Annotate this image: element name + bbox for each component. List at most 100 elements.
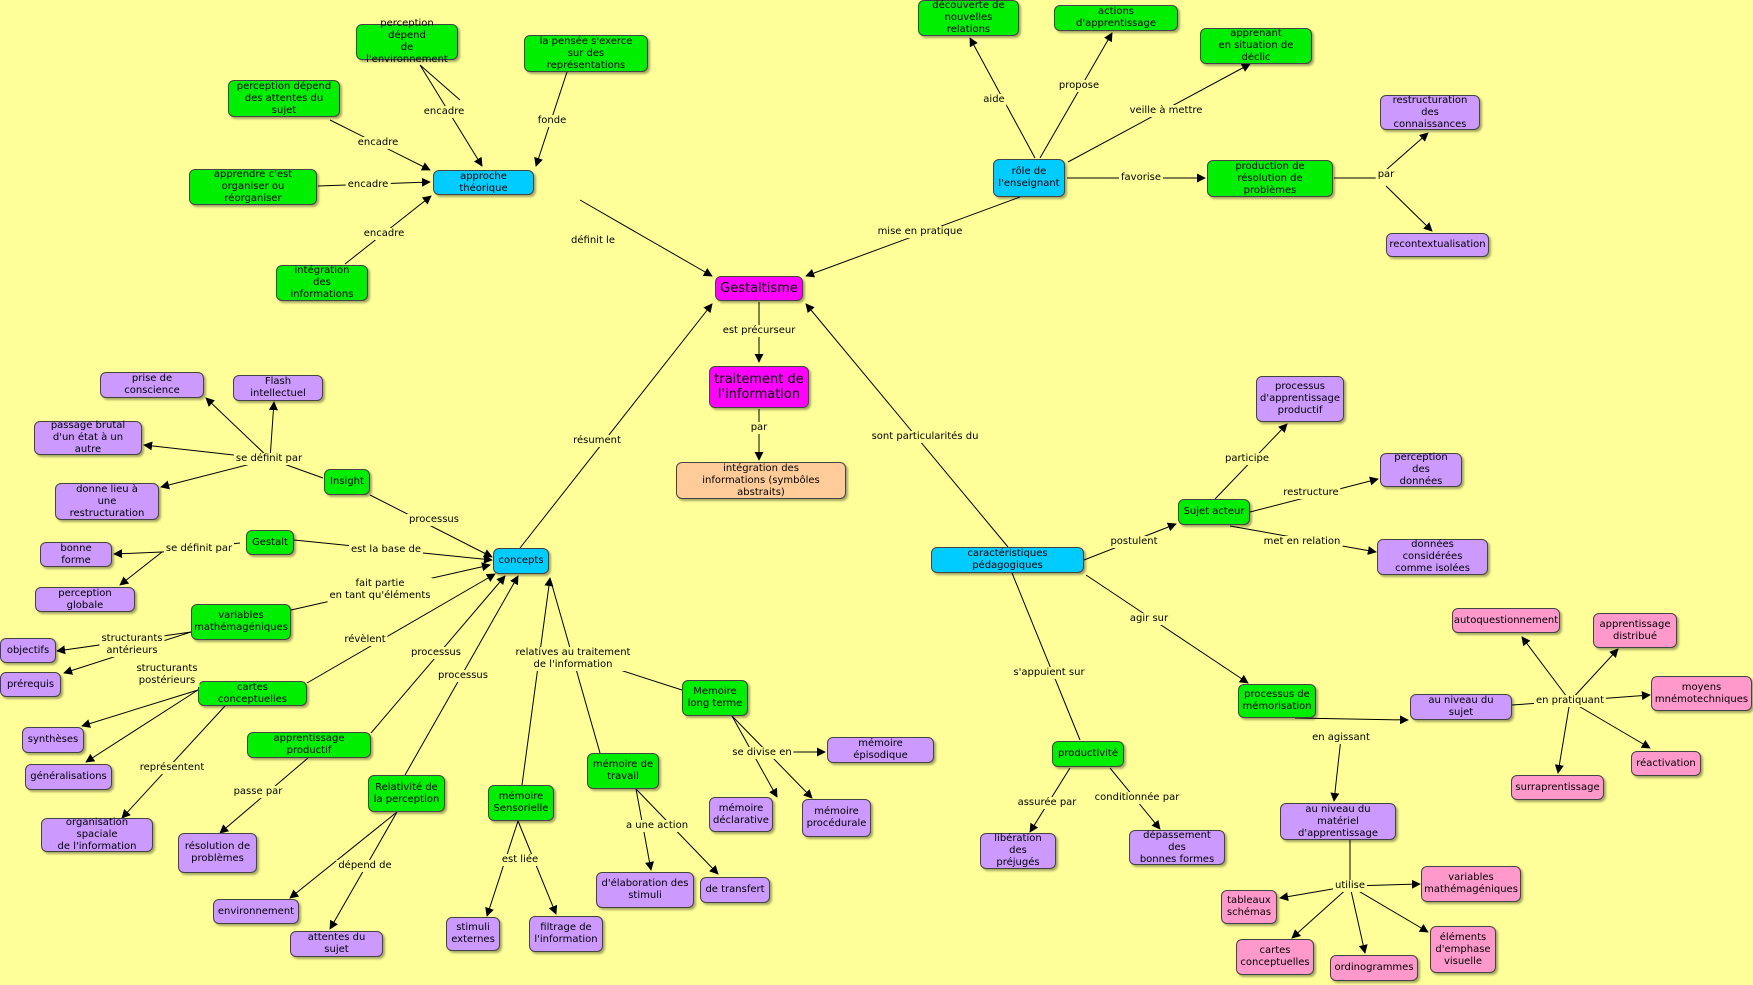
node-variables-mathemageniques-pink[interactable]: variables mathémagéniques: [1421, 866, 1521, 902]
link-label-fonde: fonde: [535, 115, 569, 127]
connector-line: [1291, 885, 1351, 939]
connector-line: [1569, 648, 1619, 702]
node-flash-intellectuel[interactable]: Flash intellectuel: [233, 375, 323, 401]
node-production-resolution[interactable]: production de résolution de problèmes: [1207, 160, 1333, 197]
link-label-encadre-env: encadre: [421, 106, 467, 118]
connector-line: [1385, 132, 1429, 171]
node-approche-theorique[interactable]: approche théorique: [433, 170, 534, 195]
node-recontextualisation[interactable]: recontextualisation: [1386, 233, 1489, 257]
node-insight[interactable]: Insight: [324, 469, 370, 495]
link-label-relatives: relatives au traitement de l'information: [513, 647, 633, 671]
node-transfert[interactable]: de transfert: [700, 877, 770, 903]
link-label-se-divise: se divise en: [730, 747, 794, 759]
node-apprenant-declic[interactable]: apprenant en situation de déclic: [1200, 28, 1312, 64]
connector-line: [1554, 700, 1571, 774]
link-label-favorise: favorise: [1119, 172, 1163, 184]
node-niveau-materiel[interactable]: au niveau du matériel d'apprentissage: [1280, 803, 1396, 840]
connector-line: [119, 551, 163, 586]
node-passage-brutal[interactable]: passage brutal d'un état à un autre: [34, 420, 142, 455]
node-caracteristiques-pedagogiques[interactable]: caractéristiques pédagogiques: [931, 547, 1084, 573]
node-bonne-forme[interactable]: bonne forme: [40, 542, 112, 567]
node-reactivation[interactable]: réactivation: [1631, 751, 1701, 776]
node-surapprentissage[interactable]: surraprentissage: [1511, 775, 1604, 800]
link-label-appuient: s'appuient sur: [1011, 667, 1087, 679]
link-label-a-une-action: a une action: [623, 820, 691, 832]
link-label-revelent: révèlent: [342, 634, 388, 646]
connector-line: [85, 689, 199, 763]
node-objectifs[interactable]: objectifs: [0, 638, 56, 663]
node-elements-emphase-visuelle[interactable]: éléments d'emphase visuelle: [1430, 926, 1496, 973]
node-environnement[interactable]: environnement: [213, 899, 299, 924]
node-perception-donnees[interactable]: perception des données: [1380, 452, 1462, 487]
node-relativite-perception[interactable]: Relativité de la perception: [368, 775, 445, 812]
node-apprendre-organiser[interactable]: apprendre c'est organiser ou réorganiser: [189, 169, 317, 205]
node-ordinogrammes[interactable]: ordinogrammes: [1330, 955, 1418, 981]
node-gestalt[interactable]: Gestalt: [246, 530, 294, 555]
node-prerequis[interactable]: prérequis: [0, 672, 61, 697]
node-niveau-sujet[interactable]: au niveau du sujet: [1410, 694, 1512, 720]
connector-line: [1011, 572, 1081, 741]
node-productivite[interactable]: productivité: [1052, 741, 1124, 767]
link-label-encadre-attentes: encadre: [355, 137, 401, 149]
node-apprentissage-productif[interactable]: apprentissage productif: [247, 732, 371, 758]
link-label-processus-relativite: processus: [436, 670, 490, 682]
node-liberation-prejuges[interactable]: libération des préjugés: [980, 833, 1056, 869]
node-integration-symboles[interactable]: intégration des informations (symbôles a…: [676, 462, 846, 499]
node-stimuli-externes[interactable]: stimuli externes: [446, 917, 500, 951]
link-label-utilise: utilise: [1333, 880, 1367, 892]
node-cartes-conceptuelles[interactable]: cartes conceptuelles: [198, 681, 307, 706]
node-memoire-long-terme[interactable]: Memoire long terme: [682, 680, 748, 716]
node-memoire-episodique[interactable]: mémoire épisodique: [827, 737, 934, 763]
node-perception-globale[interactable]: perception globale: [35, 587, 135, 612]
node-prise-conscience[interactable]: prise de conscience: [100, 372, 204, 398]
node-variables-mathemageniques[interactable]: variables mathémagéniques: [191, 604, 291, 640]
node-cartes-conceptuelles-pink[interactable]: cartes conceptuelles: [1236, 939, 1314, 975]
connector-line: [113, 549, 163, 559]
node-processus-memorisation[interactable]: processus de mémorisation: [1238, 684, 1316, 718]
node-autoquestionnement[interactable]: autoquestionnement: [1452, 608, 1560, 633]
link-label-representent: représentent: [137, 762, 207, 774]
node-processus-apprentissage-productif[interactable]: processus d'apprentissage productif: [1256, 376, 1344, 422]
node-donne-lieu-restructuration[interactable]: donne lieu à une restructuration: [55, 483, 159, 520]
node-organisation-spaciale[interactable]: organisation spaciale de l'information: [41, 817, 153, 852]
node-perception-attentes[interactable]: perception dépend des attentes du sujet: [228, 80, 340, 117]
connector-line: [805, 303, 1009, 548]
node-resolution-problemes[interactable]: résolution de problèmes: [178, 833, 257, 873]
node-decouverte-relations[interactable]: découverte de nouvelles relations: [918, 0, 1019, 36]
link-label-fait-partie: fait partie en tant qu'éléments: [327, 578, 433, 602]
link-label-passe-par: passe par: [231, 786, 285, 798]
node-memoire-declarative[interactable]: mémoire déclarative: [709, 797, 773, 832]
node-role-enseignant[interactable]: rôle de l'enseignant: [993, 159, 1065, 197]
connector-line: [369, 494, 493, 558]
connector-line: [289, 811, 398, 899]
node-sujet-acteur[interactable]: Sujet acteur: [1178, 499, 1250, 525]
node-moyens-mnemotechniques[interactable]: moyens mnémotechniques: [1651, 676, 1752, 711]
node-memoire-sensorielle[interactable]: mémoire Sensorielle: [488, 785, 554, 821]
node-integration-informations[interactable]: intégration des informations: [276, 265, 368, 301]
node-syntheses[interactable]: synthèses: [22, 727, 84, 753]
node-gestaltisme[interactable]: Gestaltisme: [715, 276, 803, 301]
node-memoire-travail[interactable]: mémoire de travail: [587, 753, 659, 789]
node-generalisations[interactable]: généralisations: [25, 764, 112, 790]
node-memoire-procedurale[interactable]: mémoire procédurale: [802, 799, 871, 837]
node-apprentissage-distribue[interactable]: apprentissage distribué: [1593, 613, 1677, 648]
link-label-depend-de: dépend de: [336, 860, 394, 872]
node-depassement-bonnes-formes[interactable]: dépassement des bonnes formes: [1129, 830, 1225, 865]
link-label-en-agissant: en agissant: [1310, 732, 1372, 744]
node-donnees-isolees[interactable]: données considérées comme isolées: [1377, 539, 1488, 575]
node-elaboration-stimuli[interactable]: d'élaboration des stimuli: [596, 872, 694, 908]
node-traitement-information[interactable]: traitement de l'information: [709, 366, 809, 408]
connector-line: [81, 689, 199, 728]
node-actions-apprentissage[interactable]: actions d'apprentissage: [1054, 5, 1178, 31]
connector-line: [1349, 885, 1429, 933]
link-label-structurants-posterieurs: structurants postérieurs: [134, 663, 200, 687]
link-label-veille: veille à mettre: [1127, 105, 1205, 117]
node-perception-environnement[interactable]: perception dépend de l'environnement: [356, 18, 458, 65]
node-filtrage-information[interactable]: filtrage de l'information: [529, 916, 603, 952]
node-concepts[interactable]: concepts: [493, 548, 549, 574]
node-restructuration-connaissances[interactable]: restructuration des connaissances: [1380, 95, 1480, 130]
node-attentes-sujet[interactable]: attentes du sujet: [290, 931, 383, 957]
node-tableaux-schemas[interactable]: tableaux schémas: [1221, 890, 1277, 924]
node-pensee-representations[interactable]: la pensée s'exerce sur des représentatio…: [524, 35, 648, 72]
